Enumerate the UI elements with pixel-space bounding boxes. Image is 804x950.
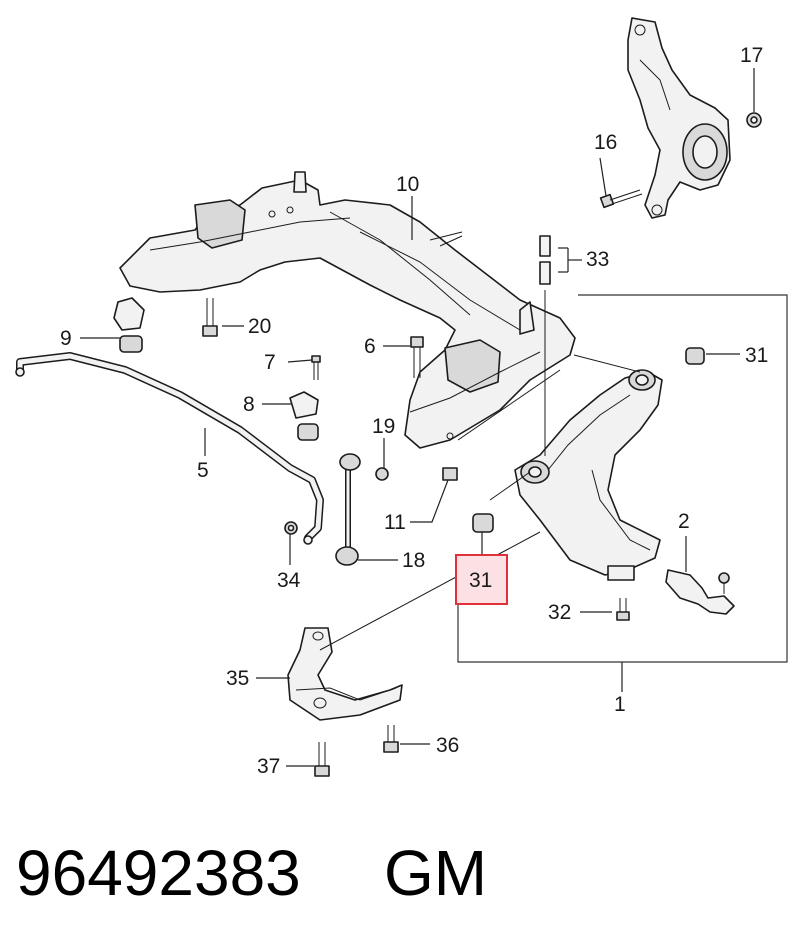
crossmember-mount-left: [194, 199, 246, 249]
callout-18: 18: [402, 549, 425, 572]
stabilizer-bar: [15, 352, 324, 545]
stabilizer-bushing-8: [289, 391, 319, 441]
stabilizer-bushing-9: [113, 297, 145, 353]
lower-control-arm: [514, 369, 663, 581]
callout-17: 17: [740, 44, 763, 67]
callout-16: 16: [594, 131, 617, 154]
part-number: 96492383: [16, 837, 301, 909]
callout-33: 33: [586, 248, 609, 271]
leader-16: [599, 157, 607, 197]
callout-35: 35: [226, 667, 249, 690]
bolt-16: [599, 189, 643, 209]
crossmember: [119, 171, 576, 449]
nut-17: [746, 112, 762, 128]
leader-7: [287, 359, 313, 363]
callout-32: 32: [548, 601, 571, 624]
ball-joint: [665, 569, 735, 615]
bolt-20: [202, 298, 218, 337]
bolt-36: [383, 725, 399, 753]
highlight-box-31: [455, 554, 508, 605]
callout-10: 10: [396, 173, 419, 196]
callout-5: 5: [197, 459, 209, 482]
bolt-7: [311, 355, 321, 380]
bushing-31-lower: [472, 513, 494, 533]
assembly-line-d: [573, 354, 641, 373]
callout-19: 19: [372, 415, 395, 438]
bolts-33: [539, 235, 551, 285]
callout-7: 7: [264, 351, 276, 374]
callout-11: 11: [384, 511, 406, 534]
callout-6: 6: [364, 335, 376, 358]
callout-20: 20: [248, 315, 271, 338]
steering-knuckle: [627, 17, 731, 219]
bracket-35: [287, 627, 403, 721]
assembly-line-a: [457, 369, 561, 441]
assembly-line-b: [489, 471, 531, 501]
callout-31-upper: 31: [745, 344, 768, 367]
callout-37: 37: [257, 755, 280, 778]
nut-11: [442, 467, 458, 481]
assembly-line-e: [319, 531, 541, 651]
leader-11: [410, 479, 449, 523]
brand-label: GM: [384, 837, 487, 909]
callout-2: 2: [678, 510, 690, 533]
callout-36: 36: [436, 734, 459, 757]
control-arm-assembly-frame: [457, 294, 788, 663]
callout-34: 34: [277, 569, 301, 592]
callout-8: 8: [243, 393, 255, 416]
bolt-32: [616, 598, 630, 621]
bushing-31-upper: [685, 347, 705, 365]
callout-9: 9: [60, 327, 72, 350]
callout-31-highlighted: 31: [469, 569, 492, 592]
nut-19: [375, 467, 389, 481]
bolt-6: [410, 336, 424, 378]
bolt-37: [314, 742, 330, 777]
callout-1: 1: [614, 693, 626, 716]
stabilizer-link: [335, 453, 361, 566]
nut-34: [284, 521, 298, 535]
